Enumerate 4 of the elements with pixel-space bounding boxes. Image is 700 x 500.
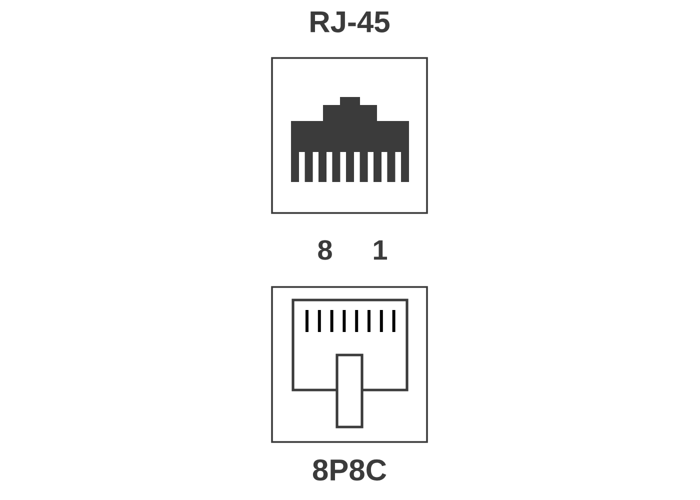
connector-name: RJ-45: [310, 12, 390, 32]
pin-number: 1: [374, 240, 387, 260]
pin-number: 8: [318, 240, 332, 260]
connector-name: 8P8C: [312, 459, 386, 481]
